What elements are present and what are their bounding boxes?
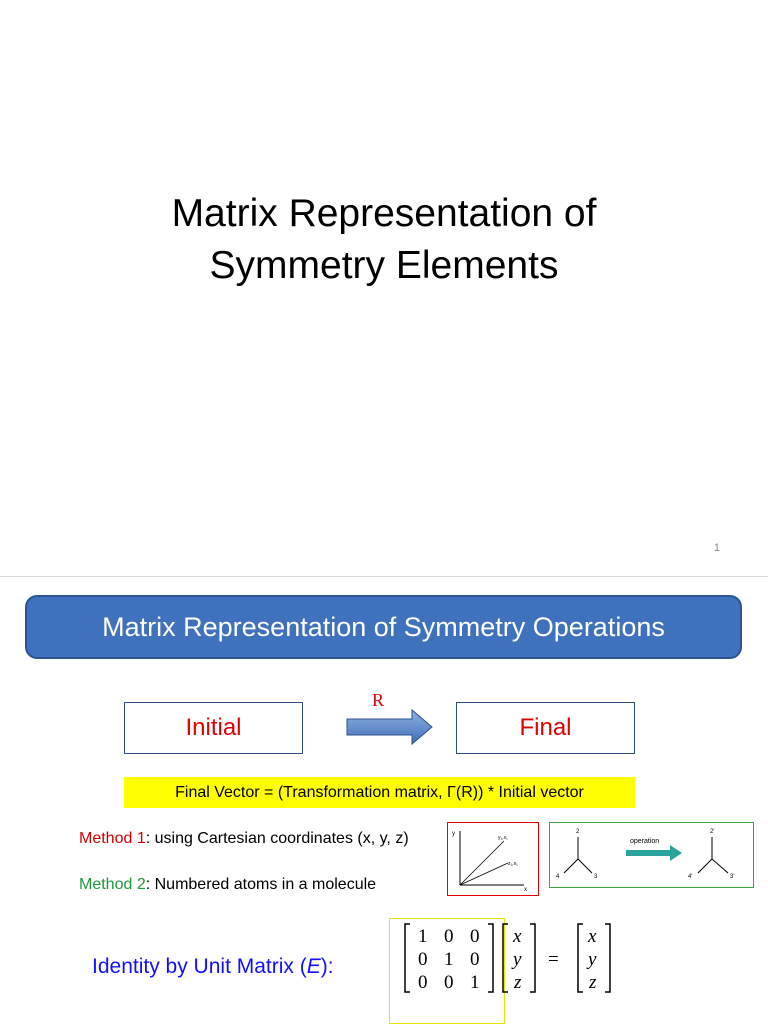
title-line-1: Matrix Representation of [171,192,597,235]
m-1-2: 0 [444,926,454,947]
vin-z: z [513,972,522,993]
slide-separator [0,576,768,577]
m-2-2: 1 [444,949,454,970]
m-1-3: 0 [470,926,480,947]
identity-suffix: ): [320,955,334,978]
vout-y: y [586,949,597,970]
slide-title: Matrix Representation of Symmetry Elemen… [0,188,768,292]
initial-box: Initial [124,702,303,754]
identity-prefix: Identity by Unit Matrix ( [92,955,307,978]
m-3-1: 0 [418,972,428,993]
title-line-2: Symmetry Elements [209,244,559,287]
cartesian-axes-icon: y x y₁,x₁ z₁,x₁ [452,831,527,893]
identity-symbol: E [306,955,321,978]
m-2-1: 0 [418,949,428,970]
title-slide: Matrix Representation of Symmetry Elemen… [0,188,768,554]
vout-z: z [588,972,597,993]
identity-label: Identity by Unit Matrix (E): [92,955,334,979]
vin-x: x [512,926,522,947]
m-1-1: 1 [418,926,428,947]
final-box: Final [456,702,635,754]
fig2-atom-2: 2 [576,829,580,835]
section-banner: Matrix Representation of Symmetry Operat… [25,595,742,659]
method-1-label: Method 1 [79,830,146,847]
fig1-point-2: z₁,x₁ [508,861,518,867]
identity-matrix-equation: 1 0 0 0 1 0 0 0 1 x y z = x y z [404,923,611,993]
fig1-point-1: y₁,x₁ [498,835,508,841]
method-2-label: Method 2 [79,876,146,893]
fig2-atom-4-prime: 4' [688,874,692,880]
fig2-atom-3: 3 [594,874,598,880]
equals-sign: = [548,949,559,970]
method-2-text: : Numbered atoms in a molecule [145,876,377,893]
page-number: 1 [713,542,720,554]
method-2-line: Method 2: Numbered atoms in a molecule [79,876,376,894]
molecule-operation-icon: 2 4 3 operation 2' 4' 3' [556,829,734,880]
operation-r-label: R [372,690,385,710]
formula-highlight: Final Vector = (Transformation matrix, Γ… [124,777,635,808]
method-1-text: : using Cartesian coordinates (x, y, z) [145,830,409,847]
fig2-atom-4: 4 [556,874,560,880]
fig1-x-label: x [524,887,527,893]
vin-y: y [511,949,522,970]
m-3-3: 1 [470,972,480,993]
fig2-atom-3-prime: 3' [730,874,734,880]
fig2-operation-label: operation [630,838,659,845]
vout-x: x [587,926,597,947]
fig2-atom-2-prime: 2' [710,829,714,835]
right-arrow-icon [346,708,433,746]
m-3-2: 0 [444,972,454,993]
m-2-3: 0 [470,949,480,970]
fig1-y-label: y [452,831,455,837]
numbered-atoms-figure: 2 4 3 operation 2' 4' 3' [549,822,754,888]
method-1-line: Method 1: using Cartesian coordinates (x… [79,830,409,848]
cartesian-figure: y x y₁,x₁ z₁,x₁ [447,822,539,896]
